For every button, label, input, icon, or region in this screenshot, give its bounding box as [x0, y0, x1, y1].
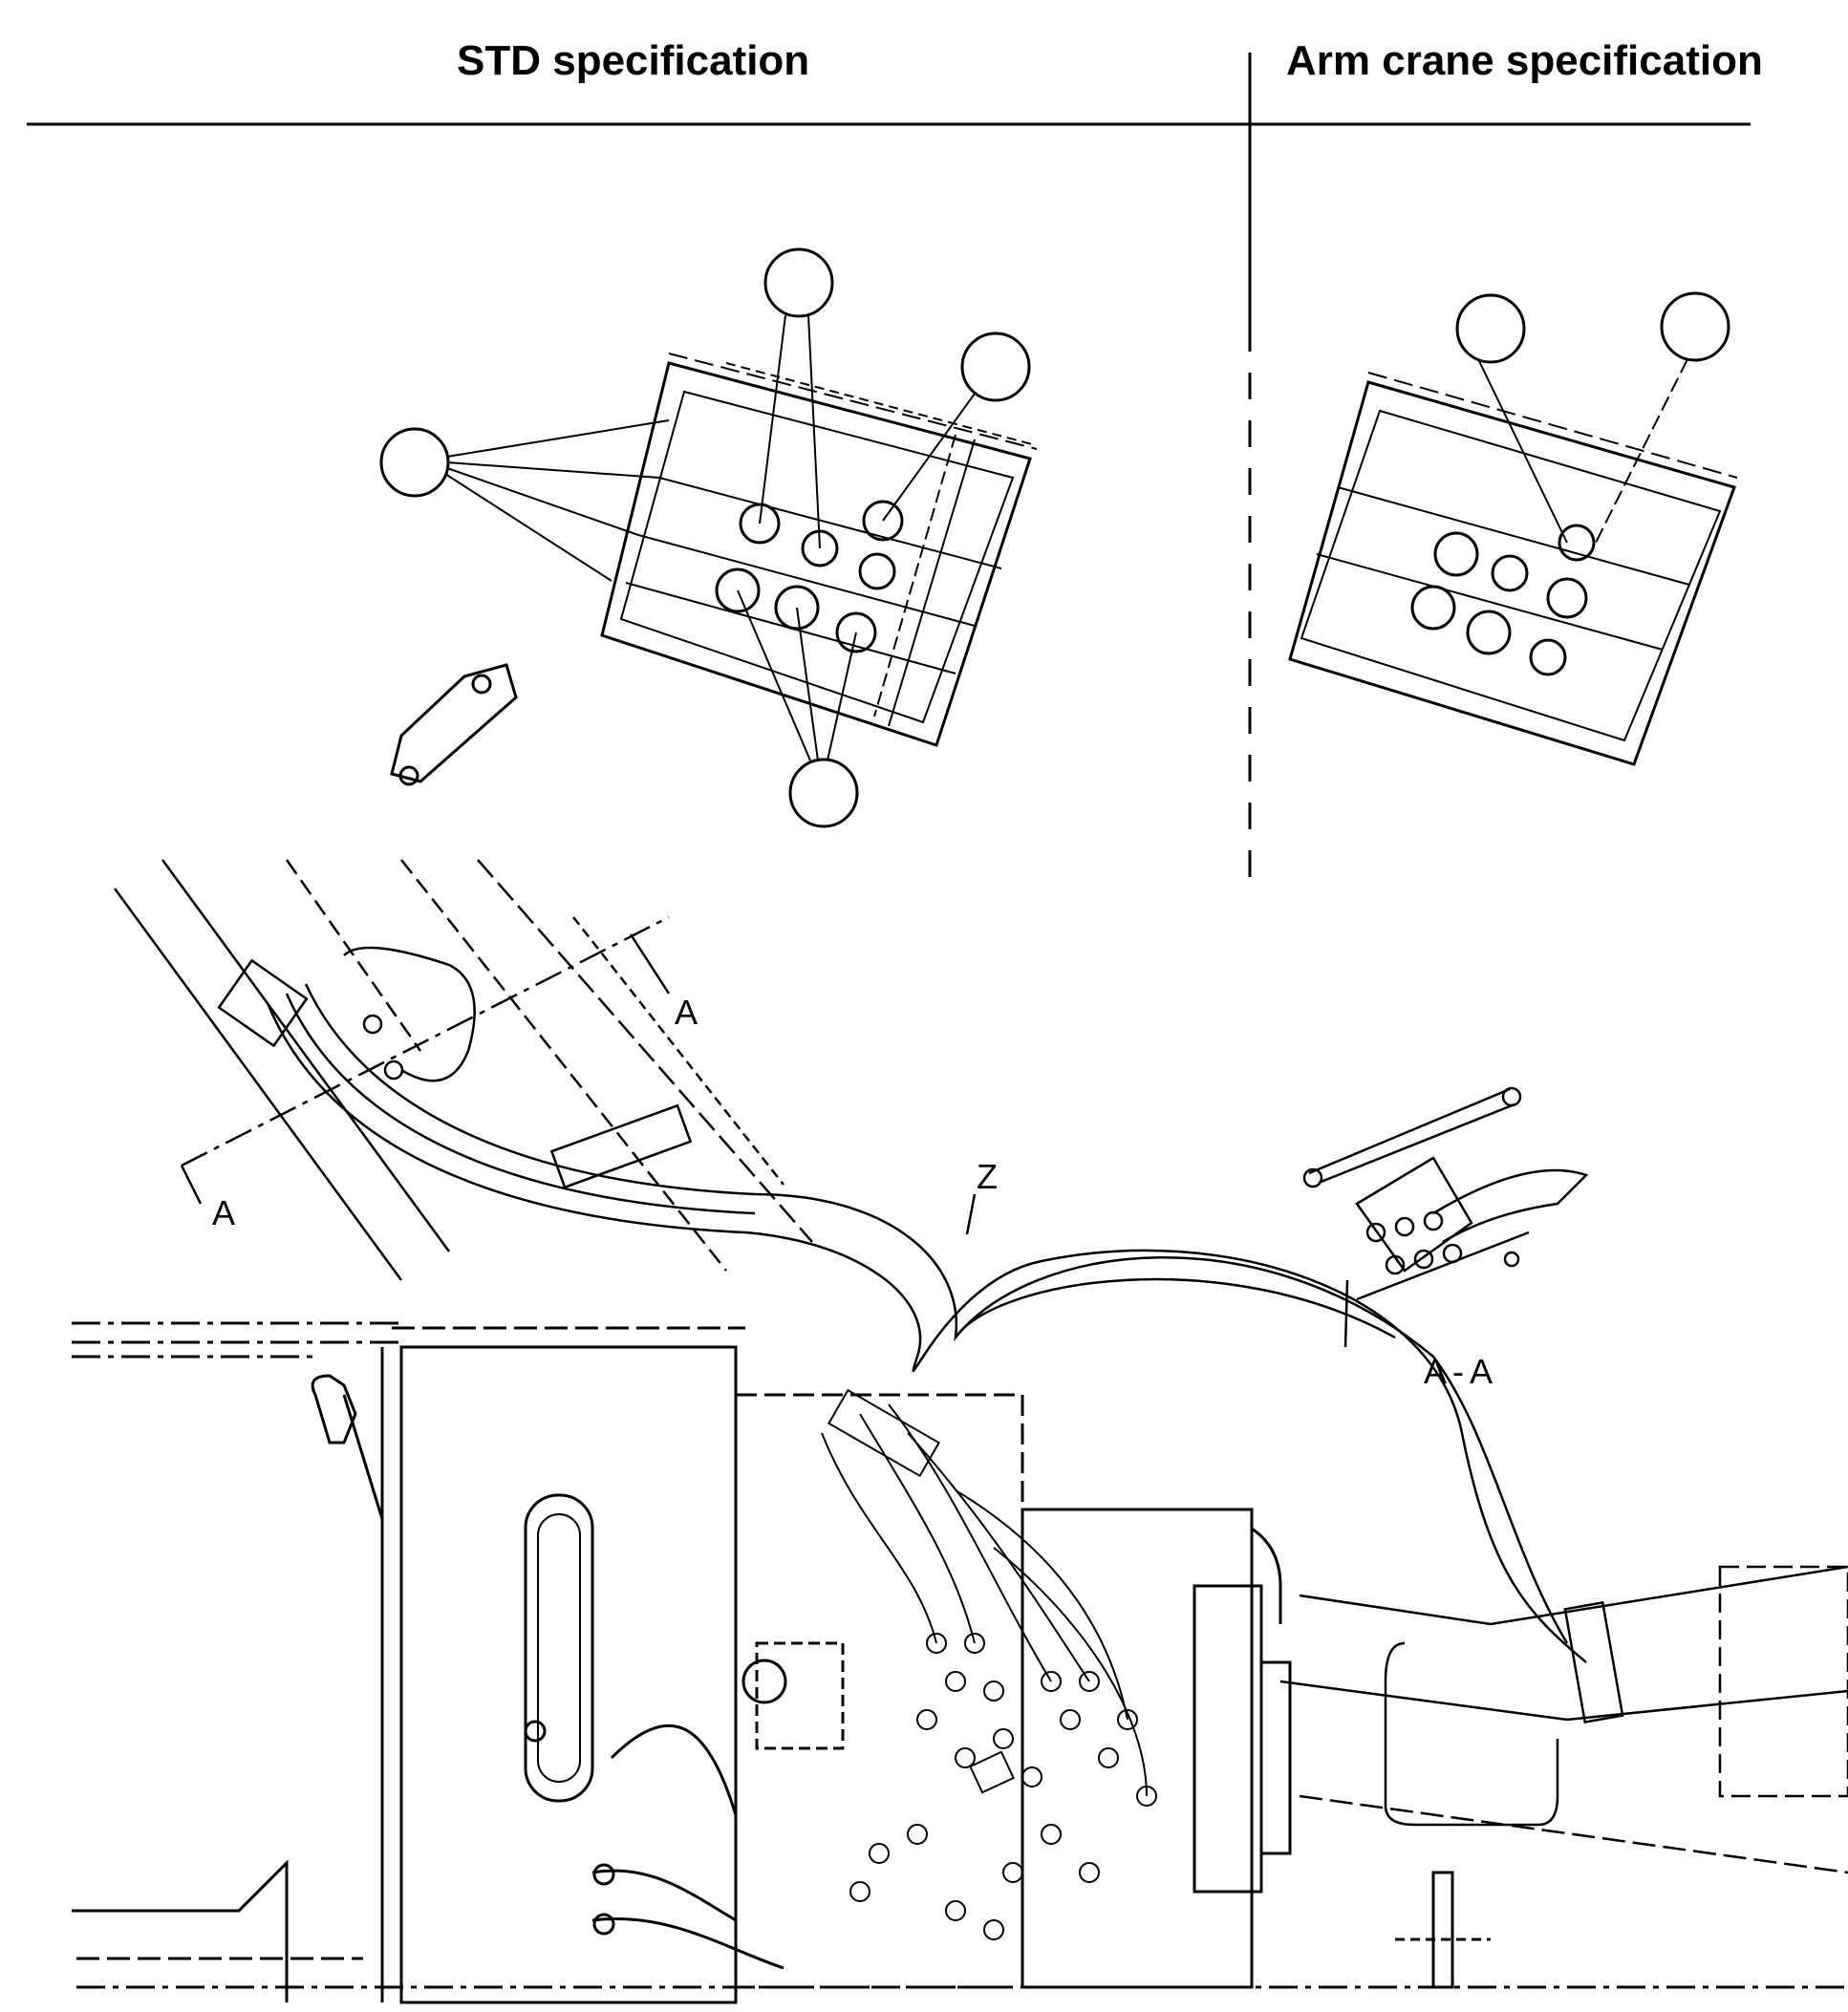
arm-crane-valve-detail — [1288, 291, 1738, 766]
arm-crane-spec-header: Arm crane specification — [1286, 37, 1763, 84]
right-boom — [1279, 1565, 1848, 1874]
valve-fittings — [821, 1388, 1157, 1940]
std-spec-header: STD specification — [457, 37, 810, 84]
section-aa-detail — [1302, 1086, 1589, 1348]
main-frame — [72, 1321, 1848, 2004]
bracket-part — [390, 663, 518, 786]
std-valve-detail — [379, 247, 1038, 828]
section-a-left-label: A — [212, 1193, 235, 1232]
boom-assembly — [113, 859, 1587, 1663]
section-aa-label: A-A — [1424, 1352, 1498, 1391]
view-z-label: Z — [977, 1157, 998, 1196]
section-a-top-label: A — [675, 993, 698, 1032]
